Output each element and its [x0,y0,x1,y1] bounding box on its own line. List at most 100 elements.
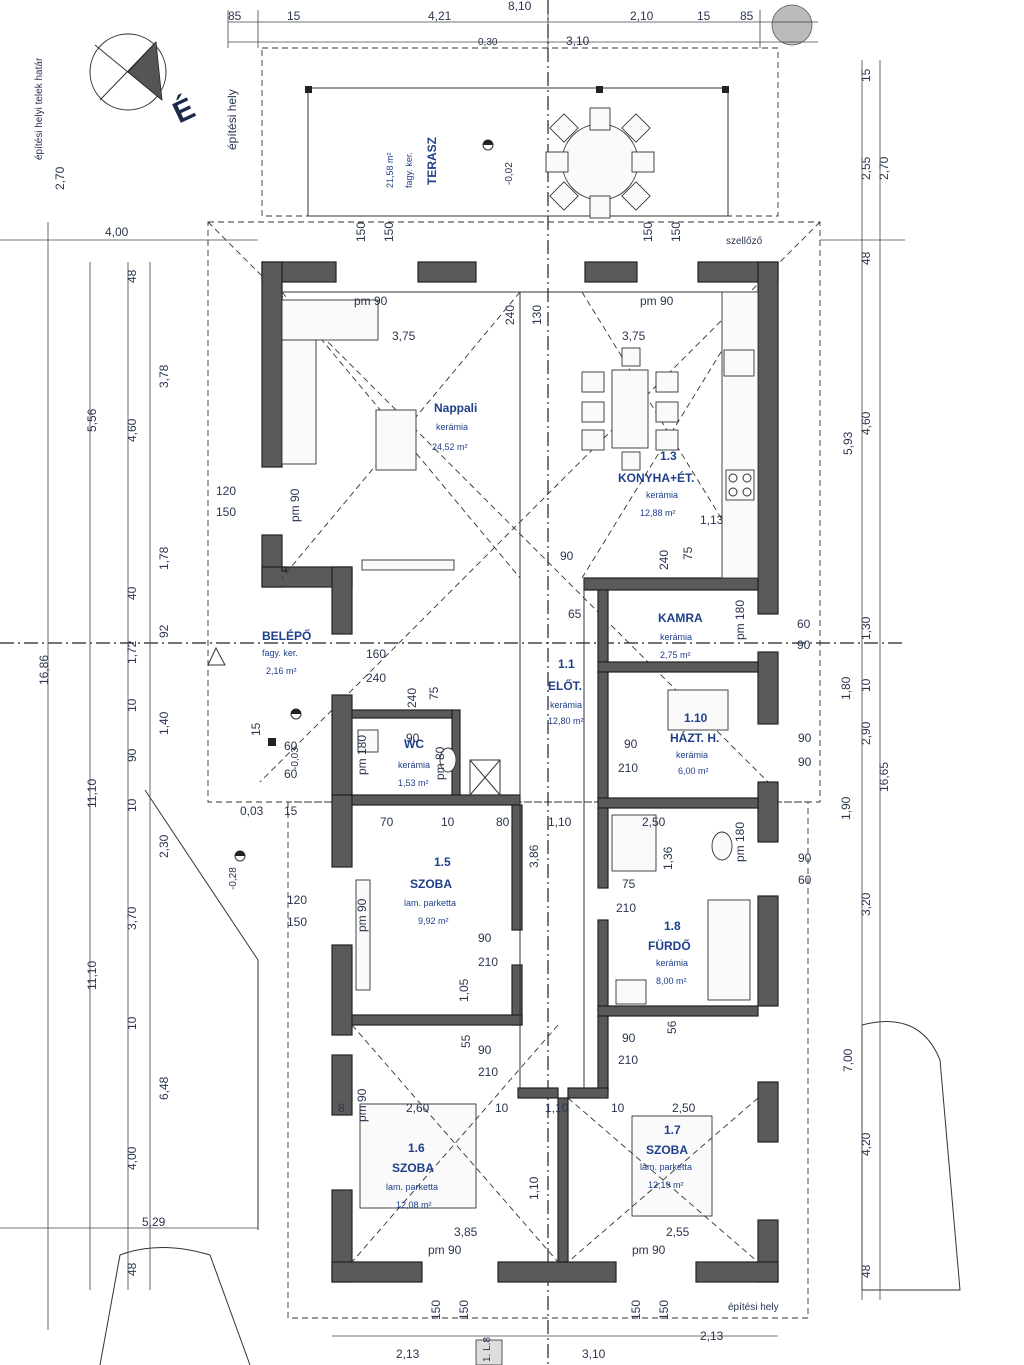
room-konyha-floor: kerámia [646,490,678,500]
dim-in-150-7: 150 [629,1300,643,1320]
svg-text:É: É [168,91,201,130]
room-szoba16-num: 1.6 [408,1141,425,1155]
dim-in-55: 55 [459,1034,473,1048]
dim-in-15b: 15 [284,804,298,818]
terasz-floor: fagy. ker. [404,152,414,188]
dim-right-90a: 90 [797,638,811,652]
dim-right-700: 7,00 [841,1048,855,1072]
dim-in-10: 10 [441,815,455,829]
dim-in-150-6: 150 [457,1300,471,1320]
dim-in-80: 80 [496,815,510,829]
label-szellozo: szellőző [726,236,763,247]
dim-right-320: 3,20 [859,892,873,916]
dim-right-10: 10 [859,678,873,692]
dim-in-136: 1,36 [661,846,675,870]
room-konyha-num: 1.3 [660,449,677,463]
dim-in-60b: 60 [284,767,298,781]
dim-in-150-8: 150 [657,1300,671,1320]
dim-in-110b: 1,10 [545,1101,569,1115]
dim-in-15: 15 [249,722,263,736]
room-kamra-floor: kerámia [660,632,692,642]
room-hazt-num: 1.10 [684,711,708,725]
dim-in-150-3: 150 [641,222,655,242]
dim-in-pm90-4: pm 90 [355,898,369,932]
dim-left-400: 4,00 [105,225,129,239]
dim-left-370: 3,70 [125,906,139,930]
dim-left-120b: 120 [287,893,307,907]
interior-dimensions: 150 150 150 150 pm 90 pm 90 3,75 3,75 24… [228,222,778,1361]
room-belepo-name: BELÉPŐ [262,628,311,643]
room-szoba15-area: 9,92 m² [418,916,449,926]
room-furdo-floor: kerámia [656,958,688,968]
dim-in-pm180c: pm 180 [733,822,747,862]
dim-left-10a: 10 [125,698,139,712]
dim-right-60: 60 [797,617,811,631]
dim-in-56: 56 [665,1020,679,1034]
dim-top-210: 2,10 [630,9,654,23]
dim-left-556: 5,56 [85,408,99,432]
left-dimensions: 2,70 4,00 48 3,78 4,60 5,56 1,78 40 92 1… [0,166,307,1330]
dim-in-pm90-5: pm 90 [428,1243,462,1257]
dim-top-85-right: 85 [740,9,754,23]
dim-left-150b: 150 [287,915,307,929]
dim-right-130: 1,30 [859,616,873,640]
dim-in-105: 1,05 [457,978,471,1002]
dim-in-pm90-3: pm 90 [288,488,302,522]
washbasin-icon [615,979,647,1005]
dim-in-90g: 90 [622,1031,636,1045]
dim-in-150-2: 150 [382,222,396,242]
dim-right-460: 4,60 [859,411,873,435]
room-szoba17-num: 1.7 [664,1123,681,1137]
shower-icon [611,814,657,872]
car-icon-left [99,1247,251,1365]
dim-left-230: 2,30 [157,834,171,858]
dim-left-1686: 16,86 [37,655,51,685]
room-furdo-num: 1.8 [664,919,681,933]
dim-top-15-right: 15 [697,9,711,23]
dim-right-90c: 90 [798,755,812,769]
building-envelope-outline [207,221,821,803]
dim-left-1110a: 11,10 [85,779,99,808]
dim-in-240d: 240 [405,688,419,708]
dim-left-172: 1,72 [125,640,139,664]
dim-in-213a: 2,13 [396,1347,420,1361]
dim-in-pm90-1: pm 90 [354,294,388,308]
dim-in-240: 240 [503,305,517,325]
room-szoba17-area: 12,19 m² [648,1180,684,1190]
room-belepo-floor: fagy. ker. [262,648,298,658]
dim-left-400b: 4,00 [125,1146,139,1170]
dim-in-90i: 90 [624,737,638,751]
sink-icon [723,349,755,377]
dim-left-270: 2,70 [53,166,67,190]
compass-icon: É [89,33,201,130]
terasz-level: -0,02 [504,162,515,185]
dim-in-90h: 90 [406,731,420,745]
room-szoba17-name: SZOBA [646,1143,688,1157]
room-labels: Nappali kerámia 24,52 m² 1.3 KONYHA+ÉT. … [262,401,719,1210]
room-szoba16-area: 12,08 m² [396,1200,432,1210]
room-nappali-floor: kerámia [436,422,468,432]
room-nappali-name: Nappali [434,401,477,415]
dim-in-160: 160 [366,647,386,661]
room-elot-name: ELŐT. [548,678,582,693]
dim-right-255: 2,55 [859,156,873,180]
dim-in-pm80: pm 80 [433,746,447,780]
dim-in-003: 0,03 [240,804,264,818]
dim-in-65: 65 [568,607,582,621]
toilet-icon-wc [439,747,457,773]
dim-in-130: 130 [530,305,544,325]
room-konyha-area: 12,88 m² [640,508,676,518]
dim-in-210d: 210 [618,1053,638,1067]
dim-right-180: 1,80 [839,676,853,700]
dim-in-10c: 10 [611,1101,625,1115]
room-szoba16-floor: lam. parketta [386,1182,438,1192]
dim-in-pm180a: pm 180 [733,600,747,640]
car-icon-right [861,1021,961,1291]
label-epitesi-hely-bottom: építési hely [728,1302,779,1313]
dim-in-90f: 90 [478,1043,492,1057]
dim-right-48a: 48 [859,251,873,265]
dim-in-75b: 75 [427,686,441,700]
dim-left-529: 5,29 [142,1215,166,1229]
dim-in-110c: 1,10 [527,1176,541,1200]
